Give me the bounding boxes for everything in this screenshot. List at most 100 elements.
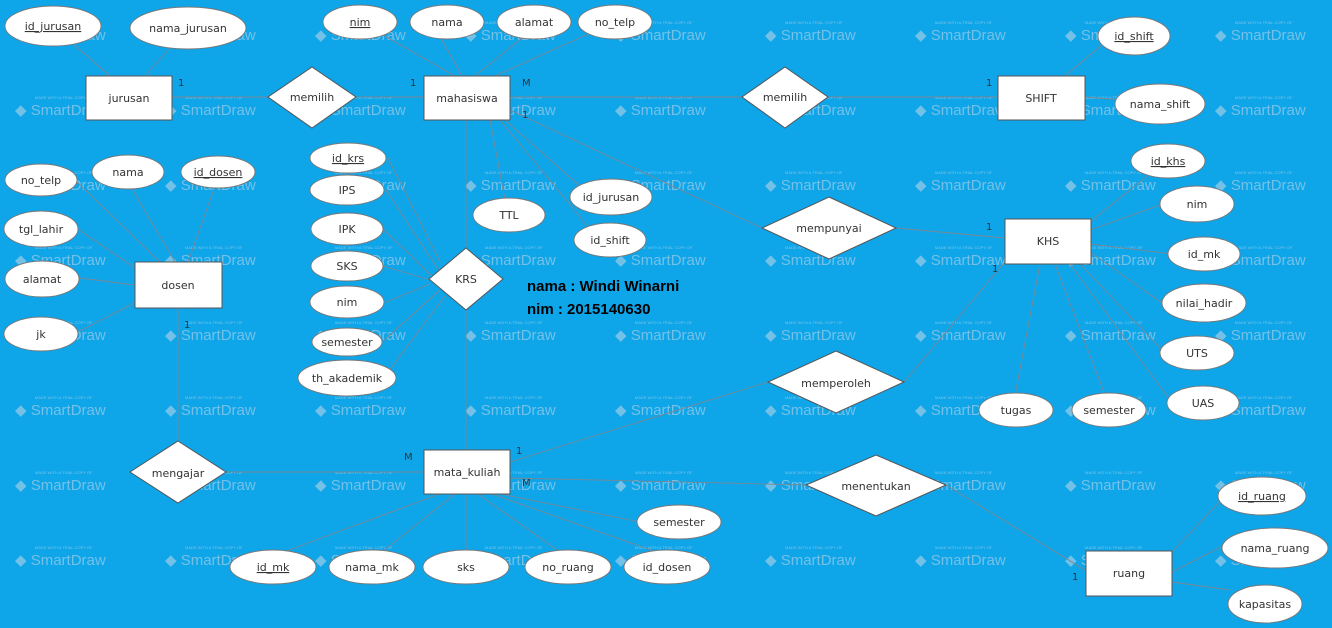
attribute-krs-semester-label: semester [321,336,373,349]
attribute-dosen-nama[interactable]: nama [91,154,165,190]
watermark-caption: MADE WITH A TRIAL COPY OF [935,470,993,475]
attribute-krs-ips[interactable]: IPS [309,174,385,206]
relationship-menentukan-label: menentukan [841,480,910,493]
watermark-caption: MADE WITH A TRIAL COPY OF [335,320,393,325]
attribute-ruang-kapasitas[interactable]: kapasitas [1227,584,1303,624]
attribute-krs-sks[interactable]: SKS [310,250,384,282]
attribute-mk-semester[interactable]: semester [636,504,722,540]
cardinality-jurusan-memilih: 1 [178,78,184,89]
relationship-mempunyai[interactable]: mempunyai [760,196,898,260]
attribute-krs-nim[interactable]: nim [309,285,385,319]
attribute-mahasiswa-no-telp[interactable]: no_telp [577,4,653,40]
relationship-krs[interactable]: KRS [428,247,504,311]
relationship-menentukan[interactable]: menentukan [804,454,948,517]
attribute-dosen-alamat[interactable]: alamat [4,260,80,298]
attribute-mk-id-dosen[interactable]: id_dosen [623,549,711,585]
attribute-dosen-id-dosen[interactable]: id_dosen [180,155,256,189]
attribute-khs-semester[interactable]: semester [1071,392,1147,428]
attribute-mk-no-ruang[interactable]: no_ruang [524,549,612,585]
relationship-memilih-shift[interactable]: memilih [741,66,829,129]
attribute-mahasiswa-no-telp-label: no_telp [595,16,635,29]
attribute-mahasiswa-nim-label: nim [350,16,371,29]
attribute-mk-sks[interactable]: sks [422,549,510,585]
watermark-text: ◆ SmartDraw [1065,177,1156,194]
attribute-khs-id-mk[interactable]: id_mk [1167,236,1241,272]
attribute-dosen-no-telp[interactable]: no_telp [4,163,78,197]
watermark-text: ◆ SmartDraw [15,552,106,569]
entity-khs[interactable]: KHS [1004,218,1092,265]
watermark-caption: MADE WITH A TRIAL COPY OF [185,95,243,100]
attribute-ruang-nama-ruang[interactable]: nama_ruang [1221,527,1329,569]
watermark-caption: MADE WITH A TRIAL COPY OF [485,95,543,100]
relationship-memilih-jurusan[interactable]: memilih [267,66,357,129]
attribute-khs-tugas[interactable]: tugas [978,392,1054,428]
relationship-mengajar[interactable]: mengajar [129,440,227,504]
attribute-khs-uas[interactable]: UAS [1166,385,1240,421]
watermark-caption: MADE WITH A TRIAL COPY OF [635,20,693,25]
attribute-mk-id-mk[interactable]: id_mk [229,549,317,585]
watermark-text: ◆ SmartDraw [615,102,706,119]
relationship-memilih-jurusan-label: memilih [290,91,334,104]
watermark-caption: MADE WITH A TRIAL COPY OF [935,245,993,250]
entity-mahasiswa[interactable]: mahasiswa [423,75,511,121]
entity-ruang[interactable]: ruang [1085,550,1173,597]
attribute-mahasiswa-id-shift[interactable]: id_shift [573,222,647,258]
watermark-text: ◆ SmartDraw [915,102,1006,119]
watermark-text: ◆ SmartDraw [1215,102,1306,119]
watermark-caption: MADE WITH A TRIAL COPY OF [1235,245,1293,250]
attribute-mk-id-dosen-label: id_dosen [643,561,692,574]
attribute-mahasiswa-id-jurusan[interactable]: id_jurusan [569,178,653,216]
attribute-mahasiswa-ttl-label: TTL [498,209,519,222]
entity-mata-kuliah-label: mata_kuliah [434,466,501,479]
attribute-jurusan-nama-jurusan[interactable]: nama_jurusan [129,6,247,50]
attribute-khs-id-khs[interactable]: id_khs [1130,143,1206,179]
attribute-khs-nilai-hadir-label: nilai_hadir [1176,297,1233,310]
attribute-jurusan-id-jurusan[interactable]: id_jurusan [4,5,102,47]
watermark-caption: MADE WITH A TRIAL COPY OF [335,170,393,175]
cardinality-labels: 1 1 M 1 1 1 1 1 M 1 M 1 [178,78,1078,583]
attribute-mahasiswa-nama-label: nama [431,16,462,29]
cardinality-ruang-menentukan: 1 [1072,572,1078,583]
attribute-mahasiswa-nama[interactable]: nama [409,4,485,40]
watermark-text: ◆ SmartDraw [1215,27,1306,44]
watermark-text: ◆ SmartDraw [765,552,856,569]
attribute-ruang-id-ruang[interactable]: id_ruang [1217,476,1307,516]
cardinality-mahasiswa-bottom: 1 [522,110,528,121]
attribute-khs-nim[interactable]: nim [1159,185,1235,223]
attribute-mk-nama-mk[interactable]: nama_mk [328,549,416,585]
entity-jurusan[interactable]: jurusan [85,75,173,121]
relationship-mengajar-label: mengajar [152,467,205,480]
attribute-dosen-jk[interactable]: jk [3,316,79,352]
attribute-krs-semester[interactable]: semester [311,327,383,357]
watermark-text: ◆ SmartDraw [465,252,556,269]
attribute-shift-nama-shift[interactable]: nama_shift [1114,83,1206,125]
watermark-text: ◆ SmartDraw [915,327,1006,344]
attribute-mahasiswa-alamat[interactable]: alamat [496,4,572,40]
entity-mata-kuliah[interactable]: mata_kuliah [423,449,511,495]
watermark-caption: MADE WITH A TRIAL COPY OF [185,320,243,325]
watermark-text: ◆ SmartDraw [165,102,256,119]
watermark-caption: MADE WITH A TRIAL COPY OF [485,470,543,475]
attribute-krs-ipk-label: IPK [338,223,356,236]
attribute-mahasiswa-ttl[interactable]: TTL [472,197,546,233]
attribute-dosen-tgl-lahir-label: tgl_lahir [19,223,64,236]
relationship-krs-label: KRS [455,273,477,286]
watermark-text: ◆ SmartDraw [915,552,1006,569]
watermark-text: ◆ SmartDraw [465,327,556,344]
attribute-krs-ipk[interactable]: IPK [310,212,384,246]
attribute-shift-nama-shift-label: nama_shift [1130,98,1191,111]
watermark-text: ◆ SmartDraw [615,252,706,269]
attribute-krs-th-akademik[interactable]: th_akademik [297,359,397,397]
attribute-khs-nilai-hadir[interactable]: nilai_hadir [1161,283,1247,323]
attribute-krs-id-krs[interactable]: id_krs [309,142,387,174]
attribute-ruang-id-ruang-label: id_ruang [1238,490,1286,503]
attribute-shift-id-shift[interactable]: id_shift [1097,16,1171,56]
relationship-memperoleh[interactable]: memperoleh [766,350,906,414]
entity-dosen[interactable]: dosen [134,261,223,309]
attribute-dosen-tgl-lahir[interactable]: tgl_lahir [3,210,79,248]
entity-shift-label: SHIFT [1025,92,1057,105]
attribute-khs-uts[interactable]: UTS [1159,335,1235,371]
entity-shift[interactable]: SHIFT [997,75,1086,121]
attribute-dosen-jk-label: jk [35,328,46,341]
attribute-mahasiswa-nim[interactable]: nim [322,4,398,40]
